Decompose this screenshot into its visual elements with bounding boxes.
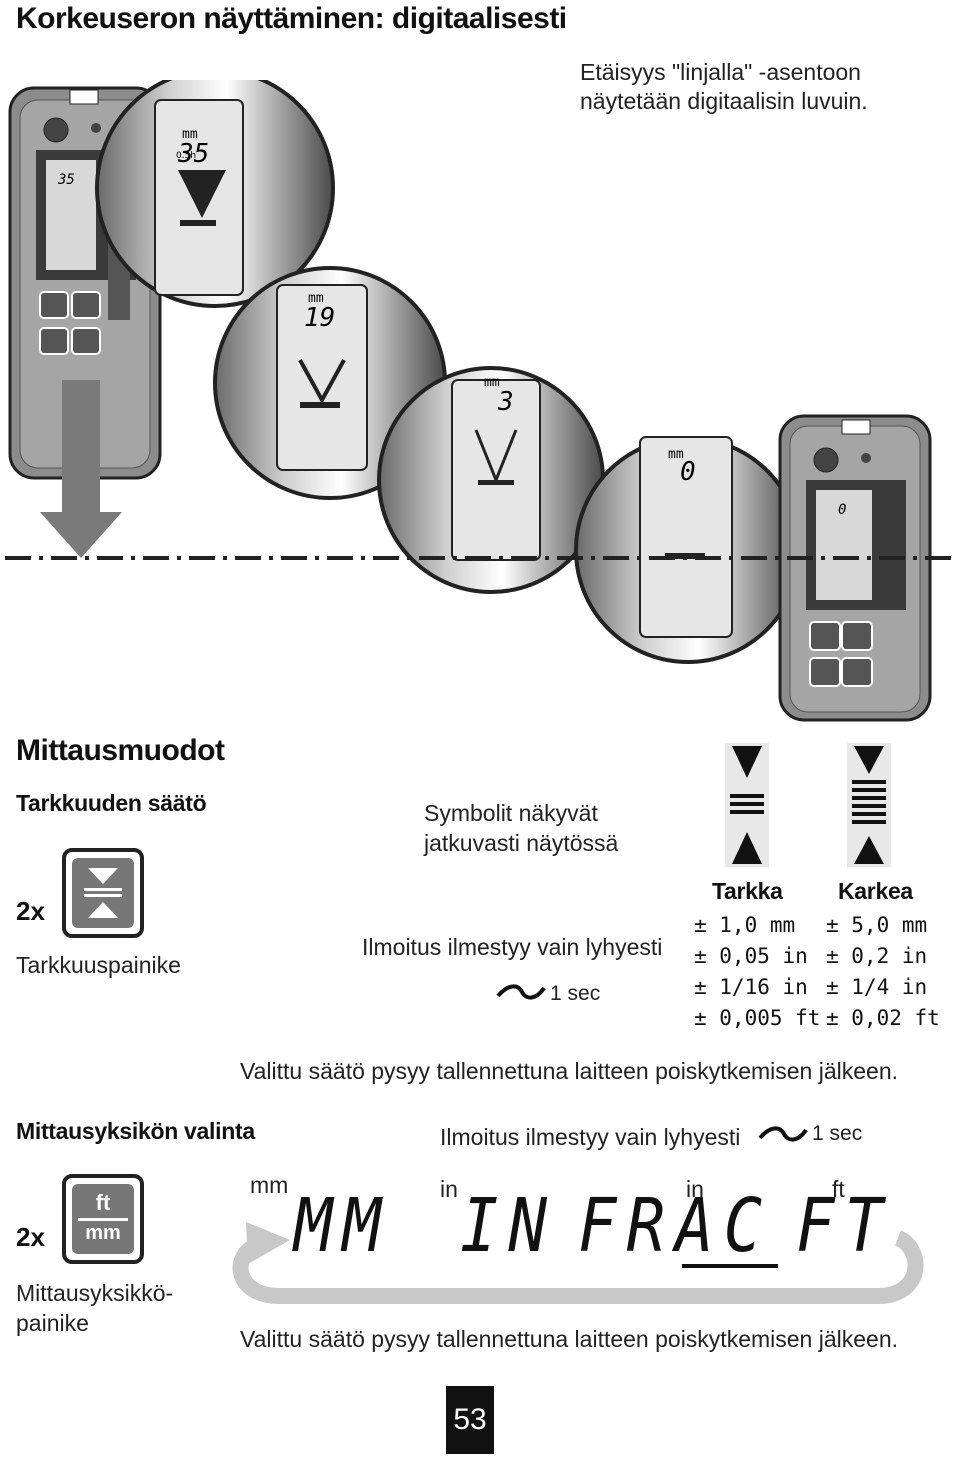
- unit-small-mm: mm: [250, 1172, 289, 1198]
- press-count-accuracy: 2x: [16, 896, 45, 926]
- reading-35: 35: [177, 139, 209, 169]
- accuracy-saved-note: Valittu säätö pysyy tallennettuna laitte…: [240, 1058, 899, 1084]
- coarse-value: ± 5,0 mm: [826, 913, 928, 937]
- coarse-accuracy-icon: [847, 743, 891, 867]
- receiver-device-right: [778, 414, 932, 722]
- accuracy-flash-time: 1 sec: [550, 982, 601, 1005]
- accuracy-button-label: Tarkkuuspainike: [16, 952, 181, 978]
- unit-small-in: in: [440, 1176, 458, 1202]
- unit-label-3: mm: [484, 375, 500, 390]
- unit-label-2: mm: [308, 291, 324, 306]
- accuracy-icon: [84, 868, 122, 918]
- fine-values: ± 1,0 mm ± 0,05 in ± 1/16 in ± 0,005 ft: [694, 910, 820, 1034]
- page-number: 53: [446, 1386, 494, 1454]
- accuracy-heading: Tarkkuuden säätö: [16, 790, 207, 816]
- unit-label-4: mm: [668, 447, 684, 462]
- down-arrow-icon: [40, 380, 122, 558]
- fine-value: ± 1/16 in: [694, 975, 808, 999]
- lens-reading-35: [95, 80, 335, 308]
- timer-label: 0.5h: [176, 151, 196, 161]
- lcd-ft: FT: [796, 1184, 894, 1270]
- unit-button-label-line1: Mittausyksikkö-: [16, 1280, 174, 1306]
- fine-accuracy-icon: [725, 743, 769, 867]
- fine-value: ± 0,05 in: [694, 944, 808, 968]
- fine-value: ± 1,0 mm: [694, 913, 796, 937]
- symbols-note: Symbolit näkyvät jatkuvasti näytössä: [424, 800, 619, 856]
- modes-heading: Mittausmuodot: [16, 734, 225, 767]
- coarse-value: ± 1/4 in: [826, 975, 928, 999]
- lcd-in: IN: [460, 1184, 558, 1270]
- accuracy-button[interactable]: [62, 848, 144, 938]
- press-count-units: 2x: [16, 1222, 45, 1252]
- coarse-values: ± 5,0 mm ± 0,2 in ± 1/4 in ± 0,02 ft: [826, 910, 940, 1034]
- unit-label-1: mm: [182, 127, 198, 142]
- units-heading: Mittausyksikön valinta: [16, 1118, 255, 1144]
- accuracy-flash-note: Ilmoitus ilmestyy vain lyhyesti: [362, 934, 663, 960]
- unit-small-ft: ft: [832, 1176, 845, 1202]
- coarse-value: ± 0,02 ft: [826, 1006, 940, 1030]
- receiver-illustration: mm 35 mm 19 mm 3 mm 0 35 0 0.5h: [5, 80, 955, 722]
- tilde-icon: [496, 984, 546, 1000]
- device-reading-left: 35: [57, 172, 75, 188]
- reading-19: 19: [304, 303, 335, 333]
- units-saved-note: Valittu säätö pysyy tallennettuna laitte…: [240, 1326, 899, 1352]
- lens-reading-3: [377, 366, 605, 594]
- unit-small-in-frac: in: [686, 1176, 704, 1202]
- lens-reading-0: [574, 436, 802, 664]
- device-reading-right: 0: [838, 502, 846, 518]
- cycle-arrow-icon: [232, 1222, 924, 1304]
- unit-button-label: Mittausyksikkö- painike: [16, 1278, 173, 1338]
- coarse-value: ± 0,2 in: [826, 944, 928, 968]
- unit-button[interactable]: ft mm: [62, 1174, 144, 1264]
- fine-value: ± 0,005 ft: [694, 1006, 821, 1030]
- units-flash-note: Ilmoitus ilmestyy vain lyhyesti: [440, 1124, 741, 1150]
- unit-button-mm: mm: [85, 1222, 121, 1244]
- page-title: Korkeuseron näyttäminen: digitaalisesti: [16, 2, 567, 35]
- lcd-mm: MM: [294, 1184, 392, 1270]
- intro-note: Etäisyys "linjalla" -asentoon näytetään …: [580, 59, 868, 114]
- unit-button-ft: ft: [95, 1190, 111, 1215]
- coarse-label: Karkea: [838, 878, 913, 904]
- units-flash-time: 1 sec: [812, 1122, 863, 1145]
- unit-button-label-line2: painike: [16, 1310, 89, 1336]
- fine-label: Tarkka: [712, 878, 783, 904]
- reading-3: 3: [497, 387, 514, 417]
- tilde-icon: [758, 1126, 808, 1142]
- lcd-frac: FRAC: [578, 1184, 773, 1270]
- frac-underline: [682, 1264, 778, 1268]
- reading-0: 0: [680, 457, 696, 487]
